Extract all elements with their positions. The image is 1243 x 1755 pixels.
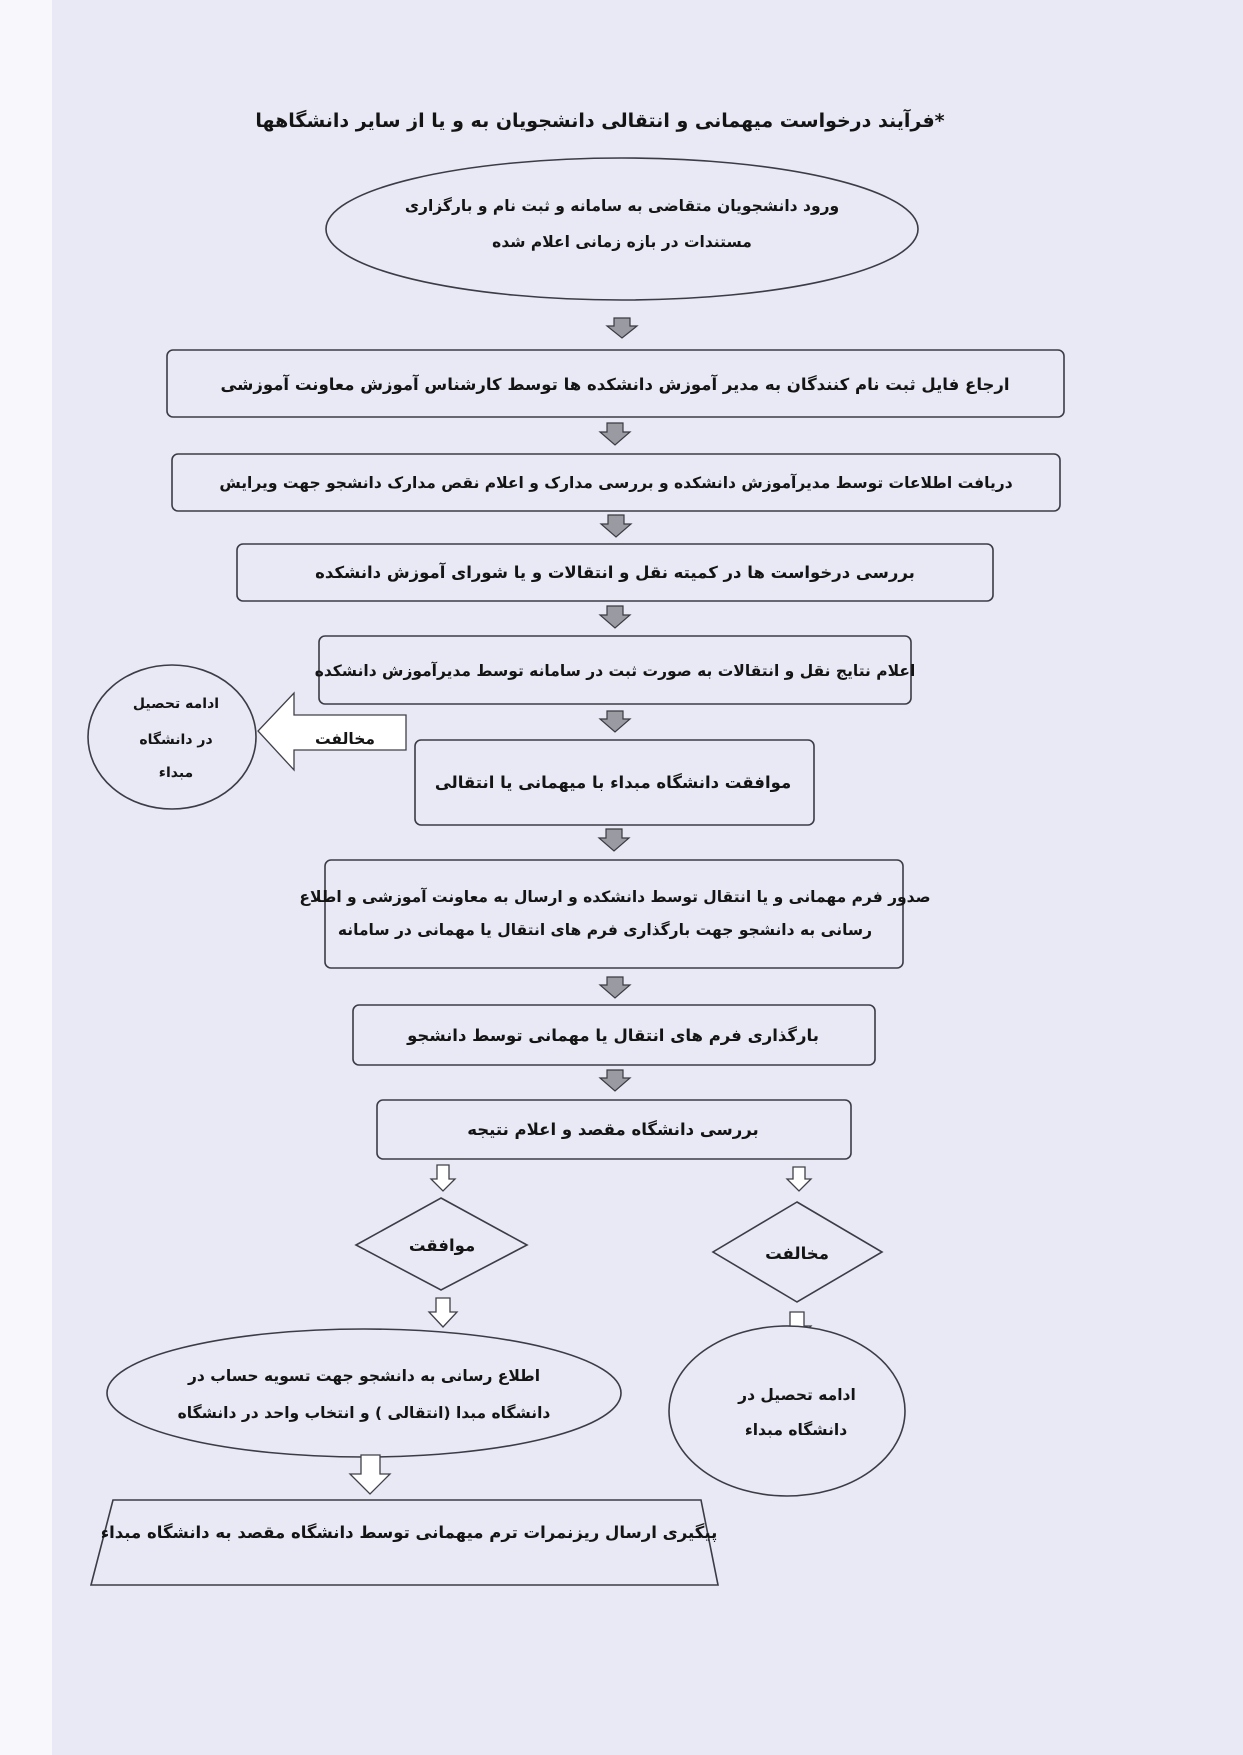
review-text: بررسی درخواست ها در کمیته نقل و انتقالات… [315, 561, 915, 583]
entry-line-1: ورود دانشجویان متقاضی به سامانه و ثبت نا… [405, 196, 839, 215]
arrow-down-icon [605, 317, 639, 339]
arrow-down-icon [785, 1166, 813, 1192]
review-box [236, 543, 994, 602]
arrow-down-icon [599, 514, 633, 538]
issue-form-line-1: صدور فرم مهمانی و یا انتقال توسط دانشکده… [299, 887, 930, 906]
arrow-down-icon [427, 1297, 459, 1328]
announce-text: اعلام نتایج نقل و انتقالات به صورت ثبت د… [315, 661, 916, 680]
continue-origin-right-ellipse [668, 1325, 906, 1497]
continue-right-line-1: ادامه تحصیل در [737, 1386, 856, 1404]
continue-left-line-2: در دانشگاه [139, 731, 212, 748]
refer-text: ارجاع فایل ثبت نام کنندگان به مدیر آموزش… [220, 373, 1009, 395]
arrow-down-icon [597, 828, 631, 852]
arrow-down-icon [598, 422, 632, 446]
notify-line-1: اطلاع رسانی به دانشجو جهت تسویه حساب در [187, 1367, 540, 1385]
side-reject-label: مخالفت [315, 730, 375, 748]
followup-text: پیگیری ارسال ریزنمرات ترم میهمانی توسط د… [101, 1522, 718, 1543]
origin-approval-box [414, 739, 815, 826]
upload-text: بارگذاری فرم های انتقال یا مهمانی توسط د… [406, 1025, 819, 1046]
notify-line-2: دانشگاه مبدا (انتقالی ) و انتخاب واحد در… [178, 1403, 551, 1422]
upload-box [352, 1004, 876, 1066]
reject-label: مخالفت [765, 1244, 829, 1263]
arrow-down-icon [598, 976, 632, 999]
announce-box [318, 635, 912, 705]
arrow-down-icon [598, 605, 632, 629]
arrow-down-icon [429, 1164, 457, 1192]
notify-settlement-ellipse [106, 1328, 622, 1458]
followup-trapezoid [89, 1499, 719, 1586]
entry-line-2: مستندات در بازه زمانی اعلام شده [492, 233, 752, 251]
arrow-left-icon [257, 691, 407, 772]
refer-box [166, 349, 1065, 418]
arrow-down-icon [598, 1069, 632, 1092]
dest-review-text: بررسی دانشگاه مقصد و اعلام نتیجه [467, 1119, 759, 1140]
origin-approval-text: موافقت دانشگاه مبداء با میهمانی یا انتقا… [435, 772, 791, 793]
receive-text: دریافت اطلاعات توسط مدیرآموزش دانشکده و … [219, 473, 1012, 492]
arrow-down-icon [598, 710, 632, 733]
continue-left-line-1: ادامه تحصیل [133, 696, 219, 712]
left-margin [0, 0, 52, 1755]
continue-left-line-3: مبداء [159, 765, 193, 781]
entry-ellipse [325, 157, 919, 301]
arrow-down-icon [348, 1454, 392, 1495]
approve-diamond [354, 1197, 529, 1291]
page-title: *فرآیند درخواست میهمانی و انتقالی دانشجو… [255, 108, 944, 132]
continue-right-line-2: دانشگاه مبداء [745, 1420, 847, 1439]
approve-label: موافقت [409, 1236, 475, 1256]
issue-form-box [324, 859, 904, 969]
reject-diamond [711, 1201, 884, 1303]
continue-origin-left-circle [87, 664, 257, 810]
dest-review-box [376, 1099, 852, 1160]
issue-form-line-2: رسانی به دانشجو جهت بارگذاری فرم های انت… [338, 920, 872, 939]
receive-box [171, 453, 1061, 512]
